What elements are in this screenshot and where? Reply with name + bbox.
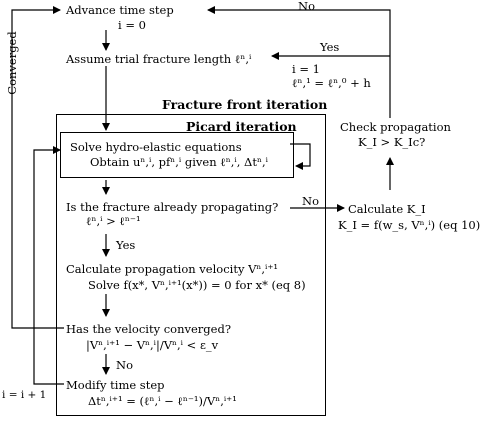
node-reset-line1: i = 1 — [292, 62, 320, 76]
edge-increment-loop — [33, 146, 64, 385]
edge-no-top — [207, 6, 391, 118]
node-assume-label: Assume trial fracture length ℓⁿ,ⁱ — [66, 52, 252, 66]
node-advance-label: Advance time step — [66, 3, 174, 17]
node-modify-line2: Δtⁿ,ⁱ⁺¹ = (ℓⁿ,ⁱ − ℓⁿ⁻¹)/Vⁿ,ⁱ⁺¹ — [88, 394, 237, 408]
group-fracture-front — [56, 114, 326, 416]
node-converged-q-line1: Has the velocity converged? — [66, 322, 231, 336]
node-velocity-line2: Solve f(x*, Vⁿ,ⁱ⁺¹(x*)) = 0 for x* (eq 8… — [88, 278, 306, 292]
node-converged-q-line2: |Vⁿ,ⁱ⁺¹ − Vⁿ,ⁱ|/Vⁿ,ⁱ < ε_v — [86, 338, 219, 352]
edge-picard-selfloop — [290, 143, 311, 170]
edge-label-no-mid: No — [302, 194, 319, 208]
label-converged: Converged — [5, 31, 19, 95]
edge-label-yes-mid: Yes — [116, 238, 136, 252]
edge-converged-loop — [11, 6, 64, 329]
node-solve-line2: Obtain uⁿ,ⁱ, pfⁿ,ⁱ given ℓⁿ,ⁱ, Δtⁿ,ⁱ — [90, 155, 268, 169]
group-picard — [60, 132, 294, 178]
node-solve-line1: Solve hydro-elastic equations — [70, 140, 242, 154]
edge-label-no-top: No — [298, 0, 315, 13]
node-check-line2: K_I > K_Ic? — [358, 135, 426, 149]
edge-label-yes-top: Yes — [320, 40, 340, 54]
node-reset-line2: ℓⁿ,¹ = ℓⁿ,⁰ + h — [292, 76, 371, 90]
node-calck-line1: Calculate K_I — [348, 202, 426, 216]
node-advance-detail: i = 0 — [118, 18, 146, 32]
group-fracture-front-title: Fracture front iteration — [162, 97, 328, 112]
node-already-line2: ℓⁿ,ⁱ > ℓⁿ⁻¹ — [86, 214, 141, 228]
node-already-line1: Is the fracture already propagating? — [66, 200, 279, 214]
node-modify-line1: Modify time step — [66, 378, 165, 392]
node-calck-line2: K_I = f(w_s, Vⁿ,ⁱ) (eq 10) — [338, 218, 480, 232]
node-velocity-line1: Calculate propagation velocity Vⁿ,ⁱ⁺¹ — [66, 262, 279, 276]
edge-label-no-bottom: No — [116, 358, 133, 372]
edge-label-increment: i = i + 1 — [2, 389, 47, 401]
group-picard-title: Picard iteration — [186, 119, 297, 134]
node-check-line1: Check propagation — [340, 120, 451, 134]
